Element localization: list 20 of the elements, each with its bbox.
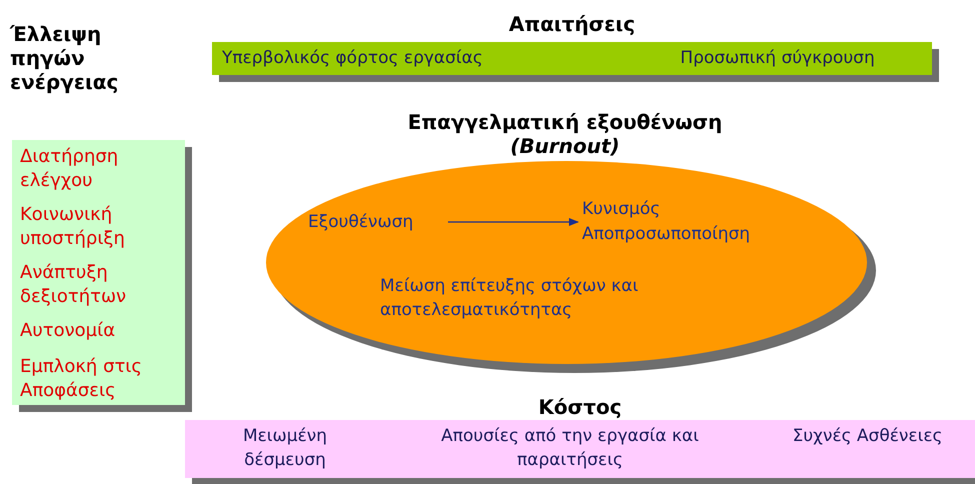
concept-text: Μείωση επίτευξης στόχων και αποτελεσματικότητας: [380, 275, 640, 322]
list-item: Υπερβολικός φόρτος εργασίας: [222, 47, 484, 70]
list-item: Απουσίες από την εργασία και παραιτήσεις: [440, 425, 700, 472]
list-item: Συχνές Ασθένειες: [791, 425, 944, 448]
list-item: Μειωμένη δέσμευση: [242, 425, 328, 472]
heading: Επαγγελματική εξουθένωση: [406, 110, 724, 134]
list-item: Ανάπτυξη δεξιοτήτων: [20, 261, 128, 309]
concept-text: Εξουθένωση: [308, 211, 414, 234]
heading: Έλλειψη πηγών ενέργειας: [10, 22, 120, 94]
list-item: Κοινωνική υποστήριξη: [20, 203, 126, 251]
heading: Κόστος: [537, 395, 623, 419]
heading: Απαιτήσεις: [508, 12, 636, 36]
list-item: Προσωπική σύγκρουση: [679, 47, 876, 70]
list-item: Αυτονομία: [20, 319, 116, 343]
list-item: Διατήρηση ελέγχου: [20, 145, 120, 193]
arrow: [448, 218, 579, 226]
subheading: (Burnout): [509, 134, 621, 158]
concept-text: Κυνισμός: [582, 198, 662, 221]
list-item: Εμπλοκή στις Αποφάσεις: [20, 355, 143, 403]
concept-text: Αποπροσωποποίηση: [582, 223, 752, 246]
